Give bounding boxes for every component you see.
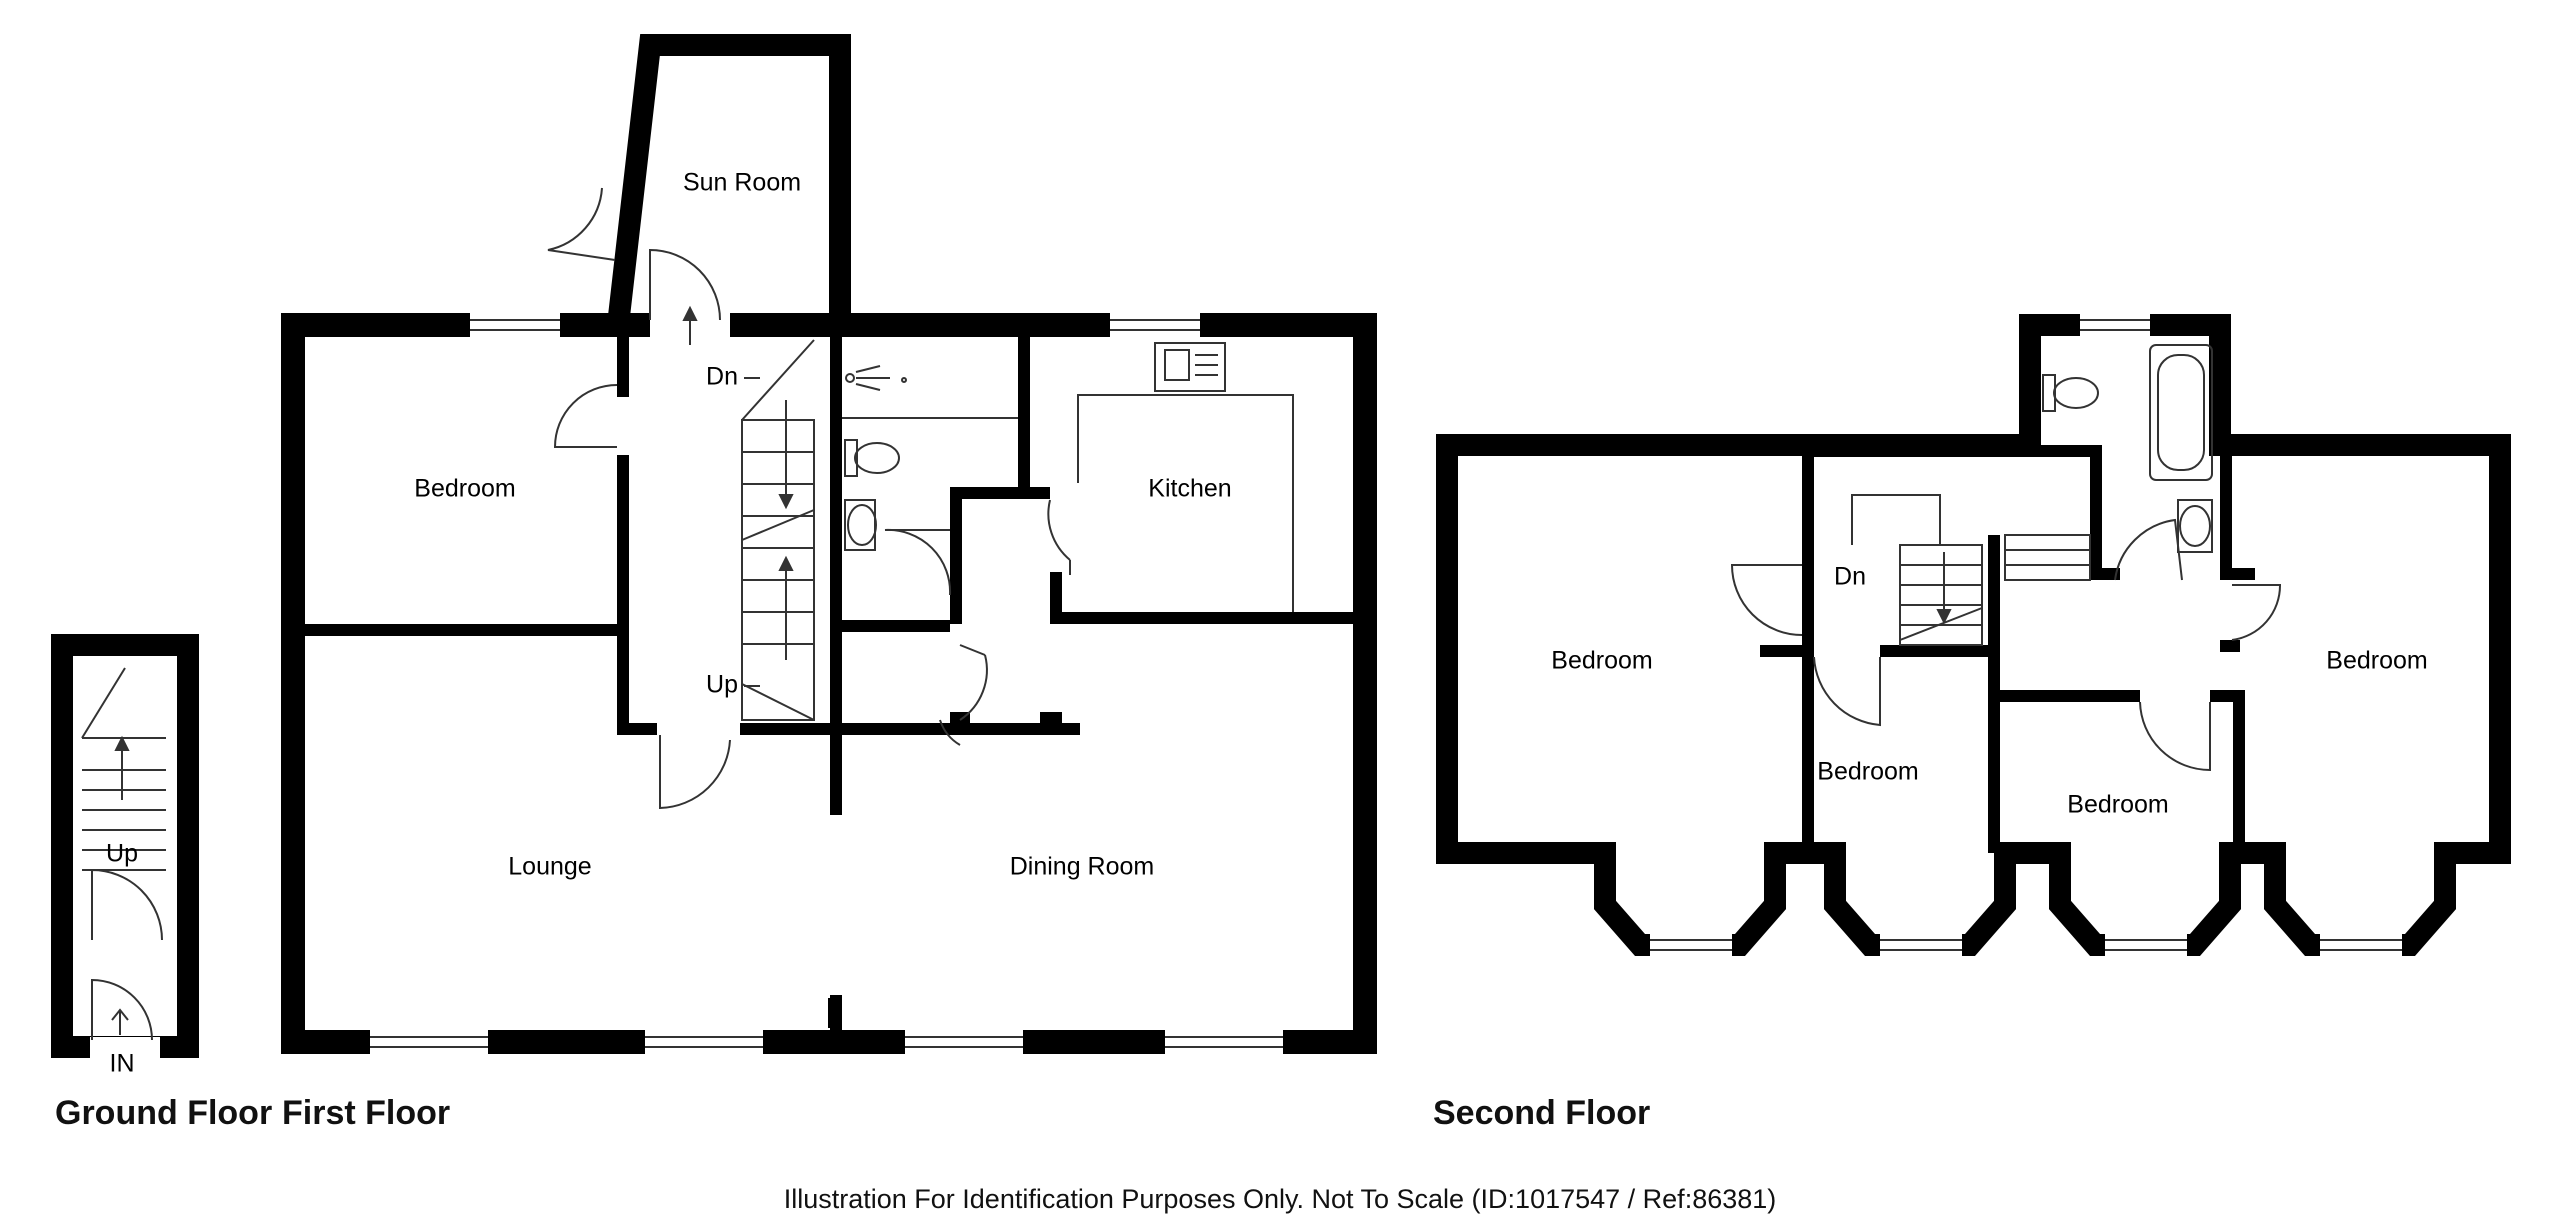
dining-room-label: Dining Room [1010,853,1155,881]
first-floor-windows [370,313,1283,1054]
second-floor-interior-walls [1760,445,2255,853]
ground-doors [91,868,163,1041]
first-floor-interior-walls [293,325,1353,1030]
ground-floor-title: Ground Floor [55,1094,273,1132]
first-floor-title: First Floor [282,1094,451,1132]
sun-room-arrow [682,305,698,345]
second-bedroom-3-label: Bedroom [2067,791,2168,819]
second-floor-doors [1730,518,2282,772]
sun-room-walls [607,34,851,327]
ground-floor-plan [51,634,199,1059]
first-floor-doors [547,187,1071,810]
second-floor-bay-windows [1650,314,2402,956]
upstairs-bathroom-fixtures [2042,344,2213,553]
kitchen-label: Kitchen [1148,475,1231,503]
washbasin-icon [844,499,877,551]
second-stairs-down-label: Dn [1834,563,1866,591]
first-floor-plan [281,34,1377,1054]
second-bedroom-2-label: Bedroom [1817,758,1918,786]
kitchen-units [1077,342,1294,612]
second-floor-plan [1436,314,2511,956]
bathtub-icon [2149,344,2213,481]
kitchen-sink-icon [1154,342,1226,392]
bathroom-fixtures [842,365,1018,551]
ground-stairs-up-label: Up [106,840,138,868]
first-floor-outer-walls [281,313,1377,1054]
toilet-icon [844,439,900,477]
second-bedroom-1-label: Bedroom [1551,647,1652,675]
first-stairs-up-label: Up [706,671,738,699]
second-floor-outer-walls [1436,314,2511,956]
disclaimer-text: Illustration For Identification Purposes… [783,1184,1777,1214]
second-bedroom-4-label: Bedroom [2326,647,2427,675]
ground-stairs [81,667,166,871]
first-bedroom-label: Bedroom [414,475,515,503]
sun-room-label: Sun Room [683,169,801,197]
lounge-label: Lounge [508,853,591,881]
first-stairs-down-label: Dn [706,363,738,391]
second-floor-title: Second Floor [1433,1094,1651,1132]
second-floor-stairs [1851,494,2091,646]
ground-entrance-label: IN [110,1050,135,1078]
shower-icon [845,365,907,391]
first-floor-stairs [741,339,815,721]
upstairs-toilet-icon [2042,374,2099,412]
upstairs-washbasin-icon [2177,499,2213,553]
